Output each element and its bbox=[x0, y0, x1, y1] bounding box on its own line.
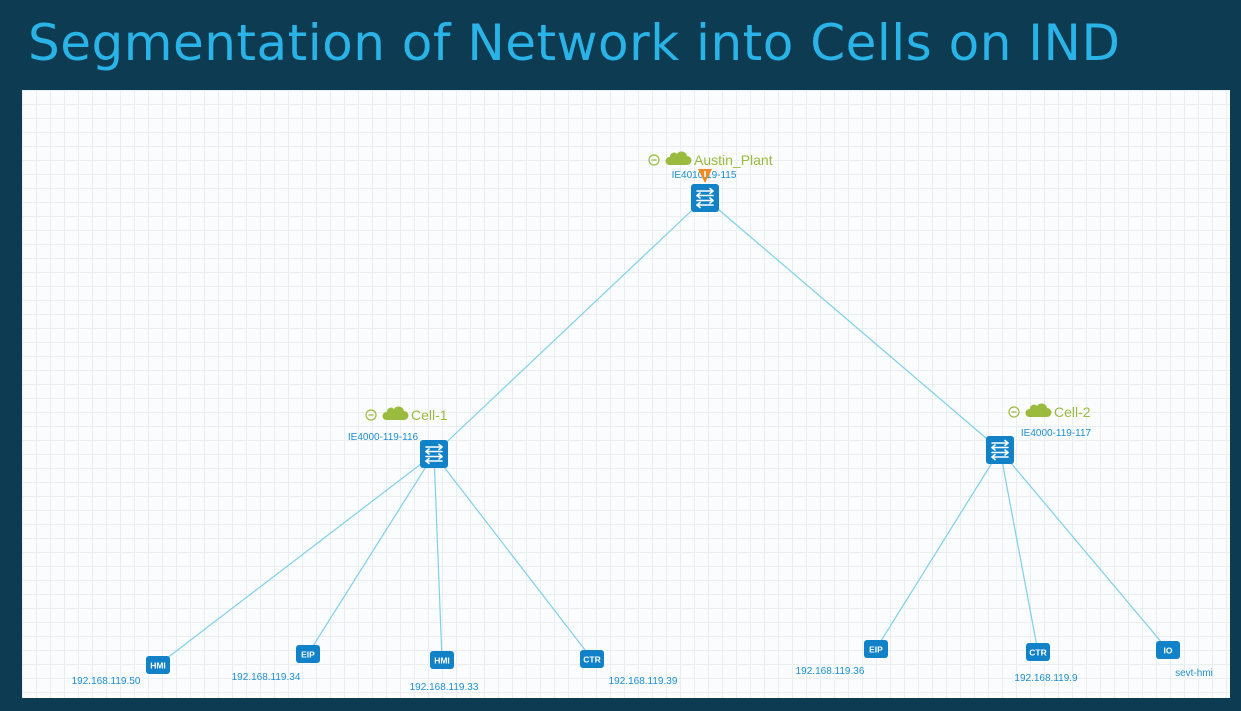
device-io[interactable]: IO bbox=[1156, 641, 1180, 659]
device-hmi[interactable]: HMI bbox=[430, 651, 454, 669]
device-address-label: 192.168.119.34 bbox=[232, 672, 301, 683]
device-eip[interactable]: EIP bbox=[296, 645, 320, 663]
link-sw-cell1-d1 bbox=[157, 453, 435, 666]
collapse-icon[interactable] bbox=[1008, 406, 1020, 418]
collapse-icon[interactable] bbox=[365, 409, 377, 421]
group-cell2[interactable]: Cell-2 bbox=[1008, 403, 1091, 420]
group-name: Cell-2 bbox=[1054, 404, 1091, 420]
device-type-label: IO bbox=[1164, 646, 1173, 656]
switch-icon bbox=[696, 187, 714, 209]
group-name: Austin_Plant bbox=[694, 152, 773, 168]
link-sw-austin-sw-cell2 bbox=[704, 197, 1001, 451]
device-address-label: 192.168.119.39 bbox=[609, 676, 678, 687]
cloud-icon bbox=[1025, 403, 1052, 417]
link-sw-austin-sw-cell1 bbox=[433, 197, 706, 455]
switch-hostname: IE4000-119-116 bbox=[348, 432, 419, 443]
alarm-icon[interactable] bbox=[698, 169, 712, 183]
cloud-icon bbox=[665, 151, 692, 165]
switch-sw-cell2[interactable] bbox=[986, 436, 1014, 464]
link-sw-cell1-d4 bbox=[433, 453, 593, 660]
group-austin[interactable]: Austin_Plant bbox=[648, 151, 773, 168]
link-sw-cell2-d5 bbox=[875, 449, 1001, 650]
links bbox=[157, 197, 1169, 666]
slide-title: Segmentation of Network into Cells on IN… bbox=[28, 14, 1121, 72]
group-cell1[interactable]: Cell-1 bbox=[365, 406, 448, 423]
device-eip[interactable]: EIP bbox=[864, 640, 888, 658]
device-type-label: EIP bbox=[301, 650, 315, 660]
link-sw-cell2-d7 bbox=[999, 449, 1169, 651]
device-type-label: HMI bbox=[150, 661, 166, 671]
device-address-label: 192.168.119.33 bbox=[410, 682, 479, 693]
device-type-label: CTR bbox=[583, 655, 600, 665]
device-type-label: CTR bbox=[1029, 648, 1046, 658]
device-type-label: HMI bbox=[434, 656, 450, 666]
switch-icon bbox=[991, 439, 1009, 461]
device-address-label: sevt-hmi bbox=[1175, 668, 1213, 679]
device-type-label: EIP bbox=[869, 645, 883, 655]
cloud-icon bbox=[382, 406, 409, 420]
device-hmi[interactable]: HMI bbox=[146, 656, 170, 674]
link-sw-cell1-d3 bbox=[433, 453, 443, 661]
collapse-icon[interactable] bbox=[648, 154, 660, 166]
device-ctr[interactable]: CTR bbox=[580, 650, 604, 668]
device-address-label: 192.168.119.36 bbox=[796, 666, 865, 677]
device-ctr[interactable]: CTR bbox=[1026, 643, 1050, 661]
group-name: Cell-1 bbox=[411, 407, 448, 423]
switch-sw-austin[interactable] bbox=[691, 184, 719, 212]
switch-hostname: IE4000-119-117 bbox=[1021, 428, 1092, 439]
switch-sw-cell1[interactable] bbox=[420, 440, 448, 468]
link-sw-cell2-d6 bbox=[999, 449, 1039, 653]
switch-icon bbox=[425, 443, 443, 465]
device-address-label: 192.168.119.50 bbox=[72, 676, 141, 687]
device-address-label: 192.168.119.9 bbox=[1014, 673, 1078, 684]
link-sw-cell1-d2 bbox=[307, 453, 435, 655]
